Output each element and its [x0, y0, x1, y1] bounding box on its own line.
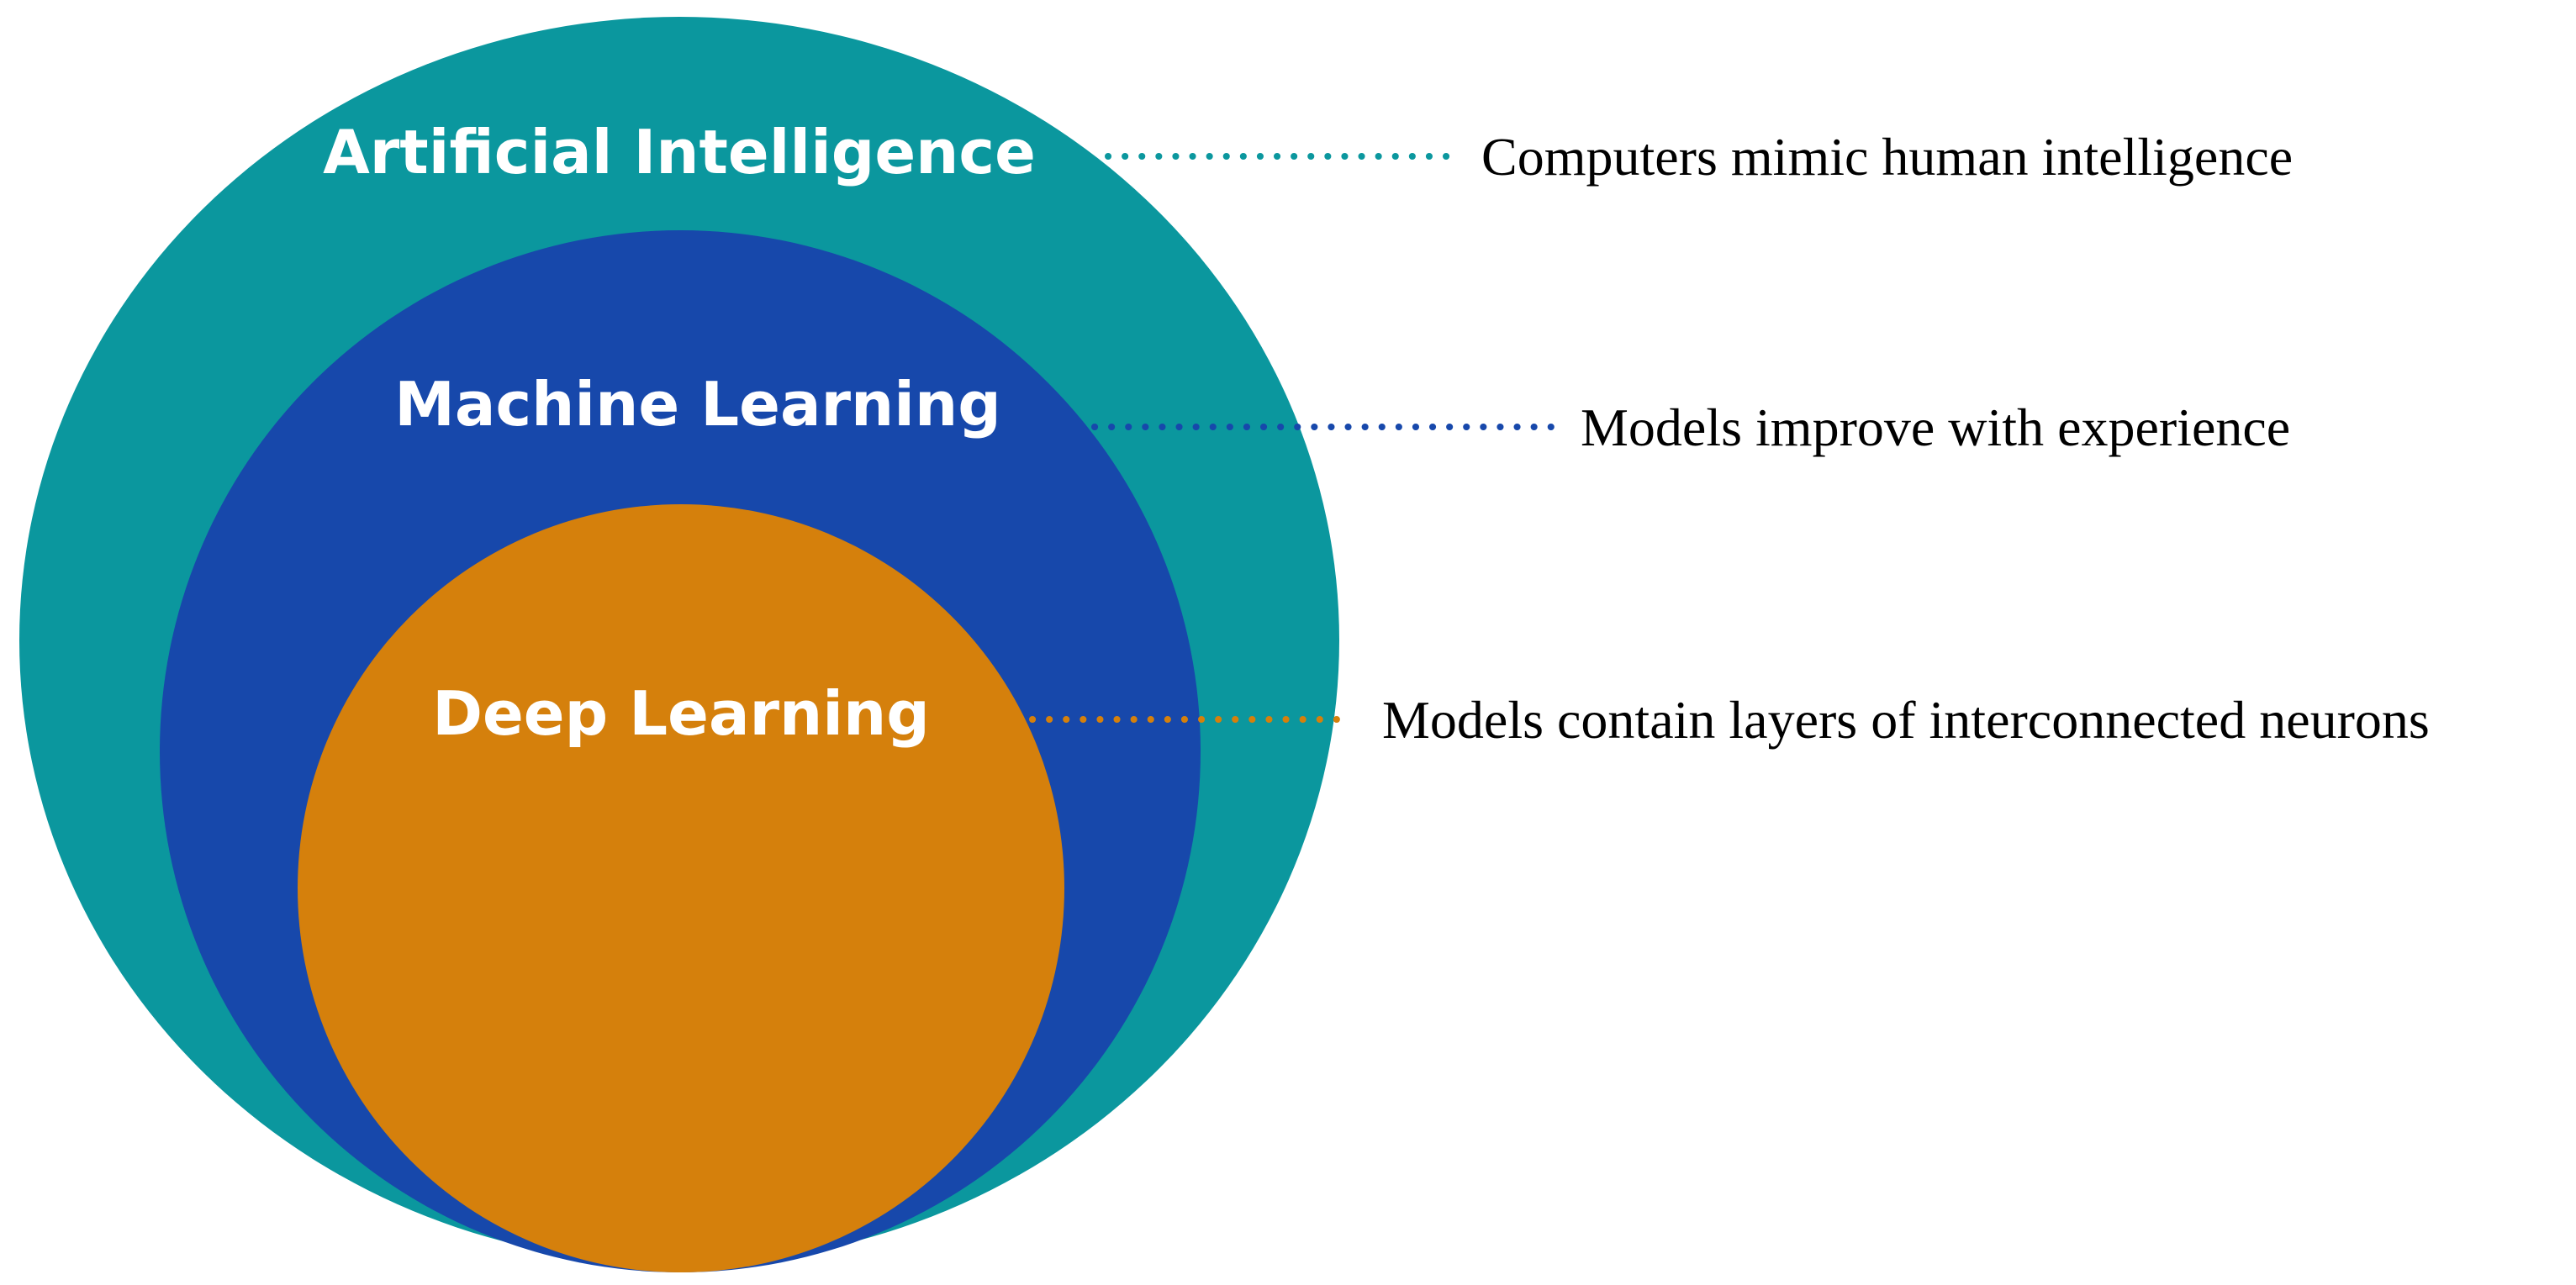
ai-description: Computers mimic human intelligence: [1481, 127, 2293, 187]
ml-label: Machine Learning: [394, 369, 1001, 440]
dl-description: Models contain layers of interconnected …: [1382, 690, 2430, 750]
dl-label: Deep Learning: [432, 678, 930, 749]
ai-label: Artificial Intelligence: [323, 117, 1036, 187]
ml-description: Models improve with experience: [1581, 398, 2290, 457]
dl-circle: [298, 504, 1064, 1272]
